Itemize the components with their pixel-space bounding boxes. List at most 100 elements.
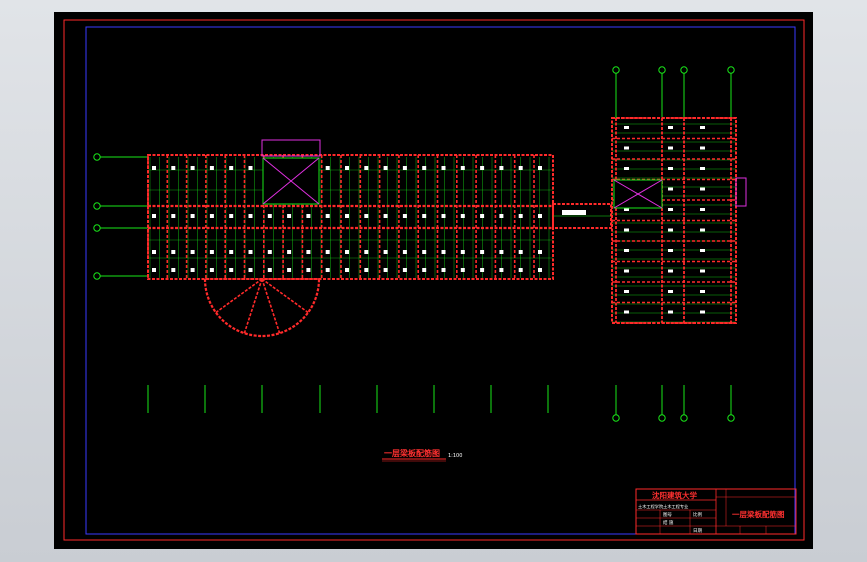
grid-bubble-icon: [612, 66, 620, 74]
rebar-tag: [700, 228, 705, 232]
tb-cell-3: 比例: [693, 511, 702, 518]
drawing-scale: 1:100: [448, 453, 462, 459]
rebar-tag: [287, 268, 292, 272]
semicircular-rotunda: [203, 278, 321, 338]
stair-x-2: [613, 179, 663, 209]
paper-sheet: [54, 12, 813, 549]
grid-axis-lines: [97, 72, 732, 417]
rebar-tag: [499, 166, 504, 170]
rebar-tag: [209, 166, 214, 170]
rebar-tag: [152, 214, 156, 218]
rebar-tag: [306, 268, 311, 272]
rebar-tag: [364, 214, 369, 218]
rebar-tag: [624, 146, 629, 150]
rebar-tag: [499, 214, 504, 218]
rebar-tag: [668, 146, 673, 150]
grid-bubble-icon: [93, 153, 101, 161]
rebar-tag: [229, 166, 234, 170]
rebar-tag: [668, 208, 673, 211]
rebar-tag: [668, 290, 673, 293]
rebar-tag: [190, 268, 195, 272]
rebar-tag: [668, 249, 673, 252]
inner-frame: [85, 26, 796, 535]
rebar-tag: [209, 268, 214, 272]
rebar-tag: [248, 268, 253, 272]
rebar-tag: [460, 268, 465, 272]
rebar-tag: [480, 166, 485, 170]
rebar-tag: [518, 166, 523, 170]
rebar-tag: [171, 250, 176, 254]
rebar-tag: [402, 268, 407, 272]
rebar-tag: [364, 268, 369, 272]
rebar-tag: [209, 250, 214, 254]
rebar-tag: [700, 310, 705, 314]
grid-bubbles: [93, 66, 735, 422]
rebar-tag: [171, 166, 176, 170]
rebar-tag: [248, 250, 253, 254]
grid-bubble-icon: [658, 414, 666, 422]
rebar-tag: [624, 228, 629, 232]
rebar-tag: [422, 268, 427, 272]
rebar-tag: [267, 250, 272, 254]
rotunda-radial: [243, 278, 263, 334]
tb-cell-1: 图号: [663, 512, 672, 518]
rebar-tag: [700, 146, 705, 150]
rebar-tag: [668, 167, 673, 170]
rebar-tag: [668, 187, 673, 191]
rebar-tag: [700, 249, 705, 252]
rebar-tag: [325, 214, 330, 218]
rebar-tag: [325, 250, 330, 254]
rebar-tag: [345, 250, 349, 254]
rebar-tag: [624, 126, 629, 129]
rebar-tag: [383, 250, 388, 254]
rebar-tag: [538, 214, 542, 218]
grid-bubble-icon: [680, 414, 688, 422]
rebar-tag: [700, 290, 705, 293]
rebar-tag: [460, 166, 465, 170]
rebar-tag: [171, 214, 176, 218]
stair-x-2: [262, 157, 320, 205]
rebar-tag: [345, 166, 349, 170]
grid-bubble-icon: [93, 224, 101, 232]
rebar-tag: [700, 167, 705, 170]
drawing-title: 一层梁板配筋图: [384, 448, 440, 458]
grid-bubble-icon: [727, 66, 735, 74]
rebar-tag: [152, 250, 156, 254]
rebar-tag: [383, 214, 388, 218]
rebar-tag: [152, 268, 156, 272]
rebar-tag: [190, 250, 195, 254]
rebar-tag: [518, 268, 523, 272]
rebar-tag: [668, 228, 673, 232]
rebar-tag: [364, 166, 369, 170]
rebar-tag: [190, 166, 195, 170]
rebar-tag: [152, 166, 156, 170]
rebar-tag: [229, 268, 234, 272]
tb-drawing-name: 一层梁板配筋图: [732, 509, 785, 519]
rebar-tag: [306, 214, 311, 218]
rebar-tag: [383, 166, 388, 170]
rebar-tag: [325, 166, 330, 170]
rotunda-radial: [215, 278, 263, 314]
tb-cell-2: 结 施: [663, 519, 674, 526]
tb-cell-4: 日期: [693, 528, 702, 534]
grid-bubble-icon: [612, 414, 620, 422]
rebar-tag: [700, 126, 705, 129]
rebar-tag: [668, 269, 673, 273]
outer-frame: [63, 19, 805, 541]
rebar-tag: [538, 166, 542, 170]
tb-project: 土木工程学院土木工程专业: [638, 503, 688, 510]
grid-bubble-icon: [727, 414, 735, 422]
rebar-tag: [624, 167, 629, 170]
grid-bubble-icon: [658, 66, 666, 74]
rebar-tag: [287, 250, 292, 254]
title-block: 沈阳建筑大学 土木工程学院土木工程专业 图号 结 施 比例 日期 一层梁板配筋图: [635, 488, 797, 535]
grid-bubble-icon: [93, 202, 101, 210]
rebar-tag: [668, 126, 673, 129]
rebar-tag: [499, 268, 504, 272]
rebar-tag: [248, 214, 253, 218]
rebar-tag: [624, 208, 629, 211]
rebar-tag: [209, 214, 214, 218]
bridge-tag: [562, 210, 586, 215]
